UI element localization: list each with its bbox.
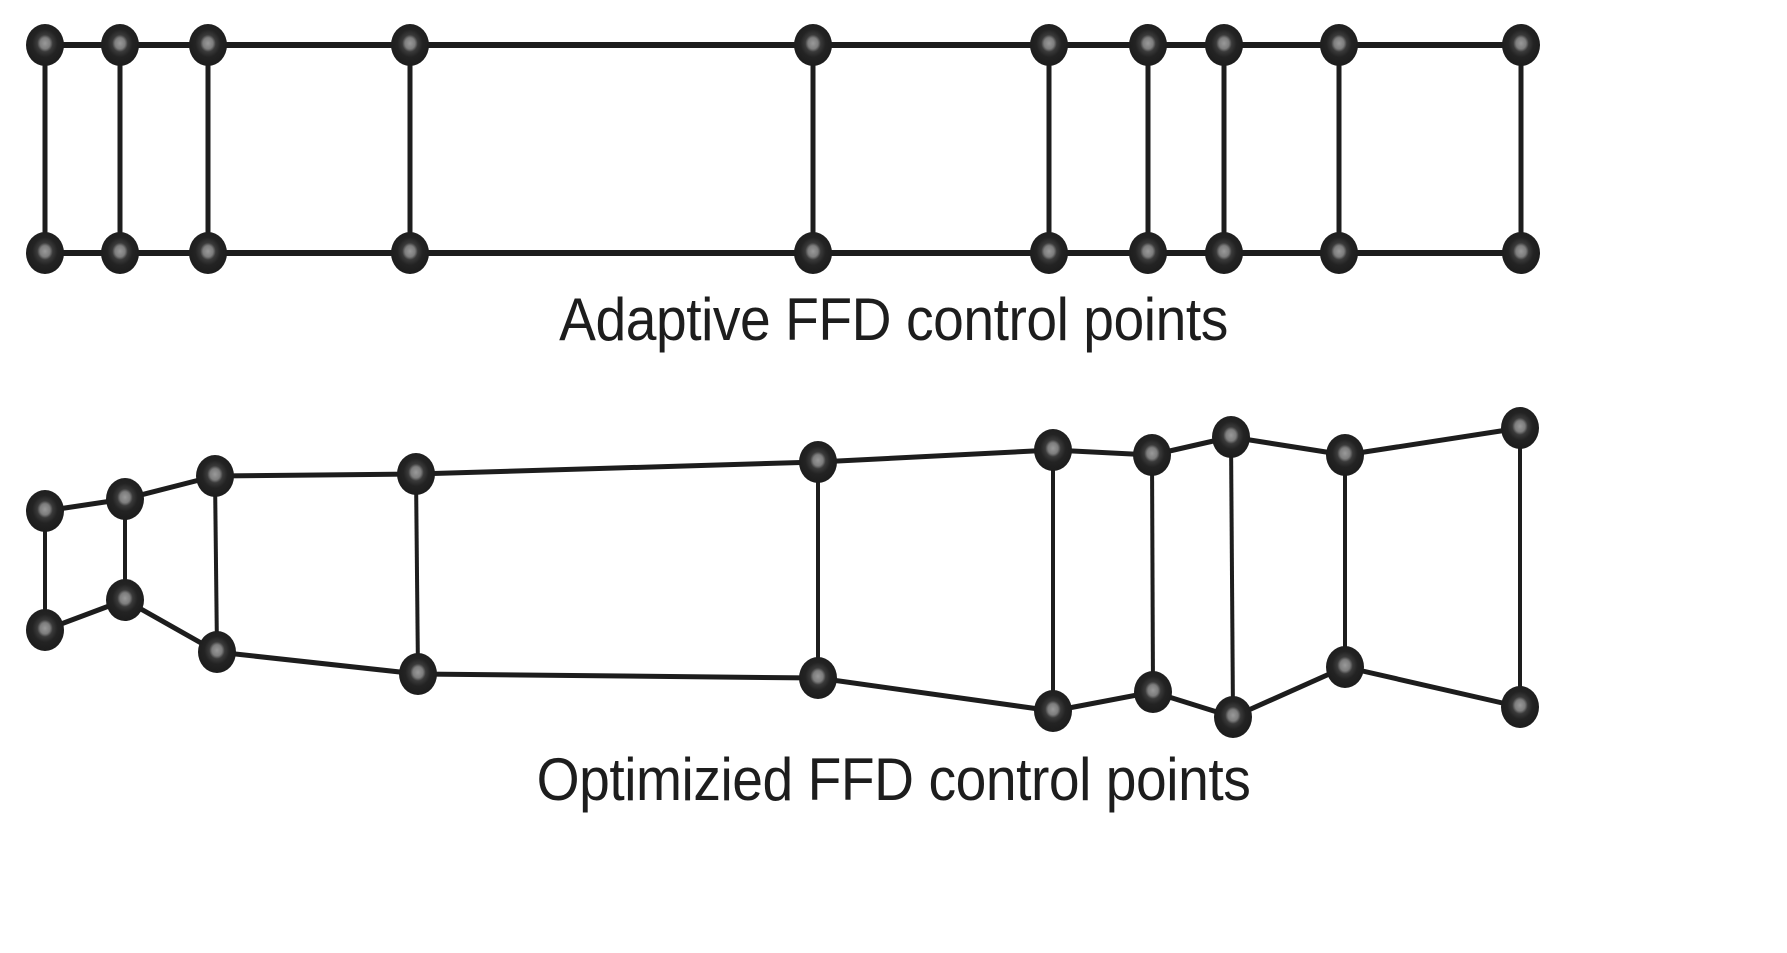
lattice-1-strut-3: [414, 473, 420, 675]
control-point-1-top-3[interactable]: [397, 453, 435, 495]
control-point-1-top-8[interactable]: [1326, 434, 1364, 476]
lattice-1-top-edge-3: [415, 459, 819, 477]
control-point-0-top-1[interactable]: [101, 24, 139, 66]
caption-optimized-ffd: Optimizied FFD control points: [536, 746, 1251, 813]
control-point-0-bottom-8[interactable]: [1320, 232, 1358, 274]
control-point-1-bottom-8[interactable]: [1326, 646, 1364, 688]
control-point-0-top-6[interactable]: [1129, 24, 1167, 66]
control-point-0-bottom-0[interactable]: [26, 232, 64, 274]
control-point-0-bottom-4[interactable]: [794, 232, 832, 274]
lattice-1-bottom-edge-7: [1231, 664, 1347, 720]
lattice-1-bottom-edge-4: [817, 675, 1054, 714]
control-point-1-top-5[interactable]: [1034, 429, 1072, 471]
control-point-0-bottom-3[interactable]: [391, 232, 429, 274]
control-point-0-top-3[interactable]: [391, 24, 429, 66]
control-point-0-bottom-7[interactable]: [1205, 232, 1243, 274]
lattice-1-top-edge-4: [817, 447, 1054, 465]
lattice-1-top-edge-8: [1344, 425, 1521, 458]
control-point-1-bottom-2[interactable]: [198, 631, 236, 673]
control-point-1-bottom-1[interactable]: [106, 579, 144, 621]
lattice-1-strut-7: [1229, 436, 1235, 718]
control-point-0-bottom-2[interactable]: [189, 232, 227, 274]
control-point-0-bottom-6[interactable]: [1129, 232, 1167, 274]
control-point-1-bottom-9[interactable]: [1501, 686, 1539, 728]
control-point-0-top-0[interactable]: [26, 24, 64, 66]
control-point-1-top-9[interactable]: [1501, 407, 1539, 449]
caption-adaptive-ffd: Adaptive FFD control points: [559, 286, 1228, 353]
control-point-0-bottom-9[interactable]: [1502, 232, 1540, 274]
lattice-edges-layer: [42, 42, 1524, 720]
control-point-1-bottom-7[interactable]: [1214, 696, 1252, 738]
control-point-1-top-4[interactable]: [799, 441, 837, 483]
lattice-1-bottom-edge-8: [1344, 664, 1521, 710]
control-point-1-top-7[interactable]: [1212, 416, 1250, 458]
control-point-1-bottom-0[interactable]: [26, 609, 64, 651]
control-point-0-top-4[interactable]: [794, 24, 832, 66]
lattice-1-bottom-edge-2: [216, 649, 419, 677]
lattice-1-strut-6: [1150, 454, 1155, 693]
control-point-0-top-9[interactable]: [1502, 24, 1540, 66]
control-point-1-bottom-6[interactable]: [1134, 671, 1172, 713]
control-point-0-top-5[interactable]: [1030, 24, 1068, 66]
lattice-1-top-edge-2: [214, 471, 417, 479]
control-point-1-bottom-4[interactable]: [799, 657, 837, 699]
control-point-0-bottom-5[interactable]: [1030, 232, 1068, 274]
control-point-1-top-2[interactable]: [196, 455, 234, 497]
control-point-0-top-7[interactable]: [1205, 24, 1243, 66]
lattice-nodes-layer: [26, 24, 1540, 738]
control-point-1-top-6[interactable]: [1133, 434, 1171, 476]
control-point-0-top-8[interactable]: [1320, 24, 1358, 66]
lattice-1-strut-2: [213, 475, 219, 653]
control-point-1-bottom-3[interactable]: [399, 653, 437, 695]
control-point-1-bottom-5[interactable]: [1034, 690, 1072, 732]
control-point-1-top-1[interactable]: [106, 478, 144, 520]
lattice-1-bottom-edge-3: [417, 671, 819, 681]
control-point-1-top-0[interactable]: [26, 490, 64, 532]
control-point-0-bottom-1[interactable]: [101, 232, 139, 274]
lattice-1-top-edge-7: [1230, 434, 1346, 458]
control-point-0-top-2[interactable]: [189, 24, 227, 66]
